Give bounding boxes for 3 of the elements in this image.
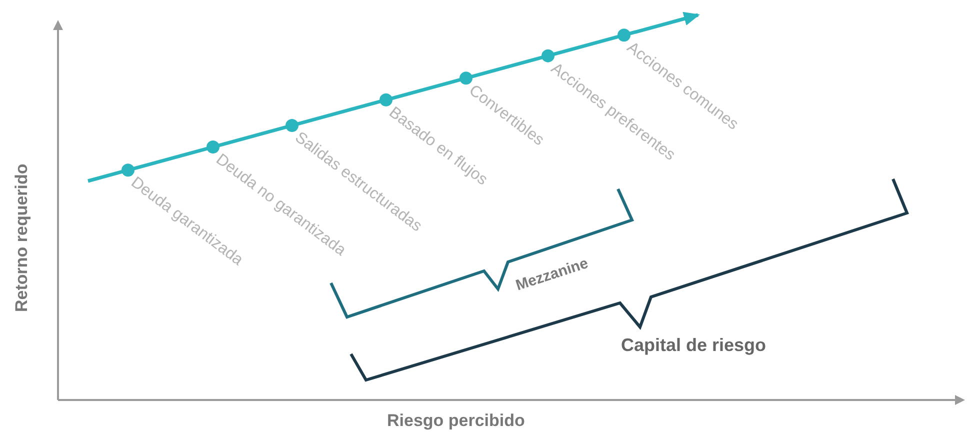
axis-title: Retorno requerido — [13, 164, 32, 312]
axis-title: Riesgo percibido — [387, 412, 525, 431]
bracket-label: Capital de riesgo — [621, 336, 766, 356]
